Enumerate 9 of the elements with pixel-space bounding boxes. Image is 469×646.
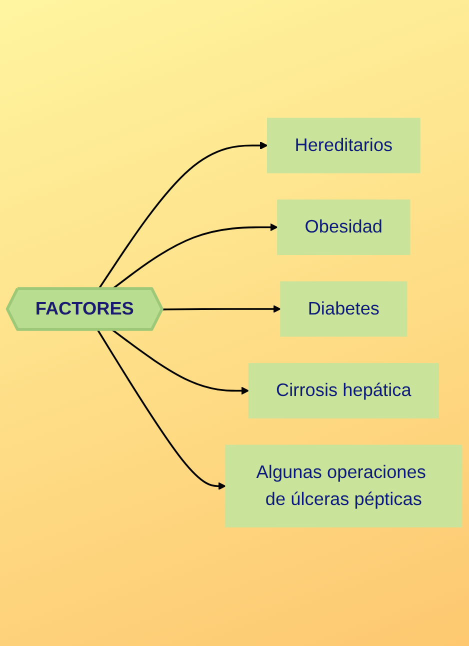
node-box: Hereditarios (267, 118, 420, 174)
node-box: Obesidad (277, 200, 410, 256)
arrow (162, 305, 281, 314)
arrow (112, 330, 250, 396)
node-box: Cirrosis hepática (248, 363, 439, 419)
node-box: Diabetes (280, 282, 408, 338)
arrow (98, 142, 268, 290)
node-box: Algunas operaciones de úlceras pépticas (225, 445, 462, 528)
arrow (96, 330, 226, 490)
